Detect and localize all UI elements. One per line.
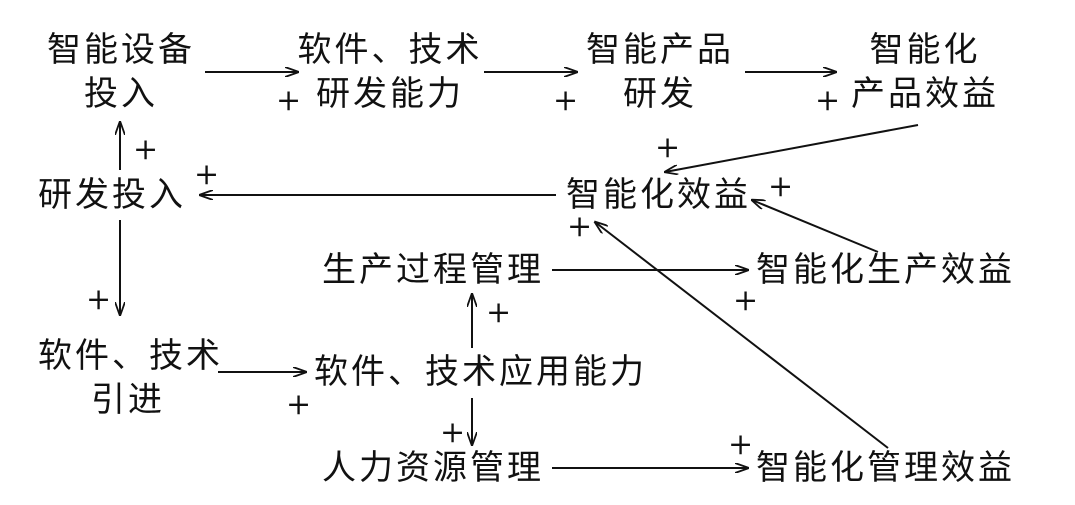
plus-sw-introduction: + [86,282,112,317]
plus-production-mgmt: + [486,295,512,330]
node-production-mgmt: 生产过程管理 [322,250,544,290]
node-product-benefit: 智能化 产品效益 [851,30,999,114]
node-device-investment: 智能设备 投入 [47,30,195,114]
arrow-mgmt-benefit-to-intel-benefit [595,222,889,449]
node-intel-benefit: 智能化效益 [566,175,751,215]
node-sw-dev-capability: 软件、技术 研发能力 [297,30,483,114]
arrow-production-benefit-to-intel-benefit [752,200,879,253]
node-production-benefit: 智能化生产效益 [756,250,1015,290]
arrow-product-benefit-to-intel-benefit [665,124,919,172]
plus-rnd-investment: + [194,157,220,192]
plus-hr-mgmt: + [440,415,466,450]
plus-intel-benefit-from-mgmt: + [567,209,593,244]
plus-production-benefit: + [733,283,759,318]
plus-device-investment: + [133,132,159,167]
node-product-rnd: 智能产品 研发 [586,30,734,114]
node-mgmt-benefit: 智能化管理效益 [756,448,1015,488]
node-sw-introduction: 软件、技术 引进 [38,336,223,420]
plus-product-benefit: + [815,83,841,118]
node-sw-application: 软件、技术应用能力 [314,352,647,392]
node-hr-mgmt: 人力资源管理 [322,448,544,488]
plus-product-rnd: + [553,83,579,118]
plus-mgmt-benefit: + [728,427,754,462]
node-rnd-investment: 研发投入 [38,175,186,215]
plus-sw-application: + [286,387,312,422]
plus-swdev: + [276,83,302,118]
plus-intel-benefit-from-product: + [655,130,681,165]
plus-intel-benefit-from-production: + [768,169,794,204]
